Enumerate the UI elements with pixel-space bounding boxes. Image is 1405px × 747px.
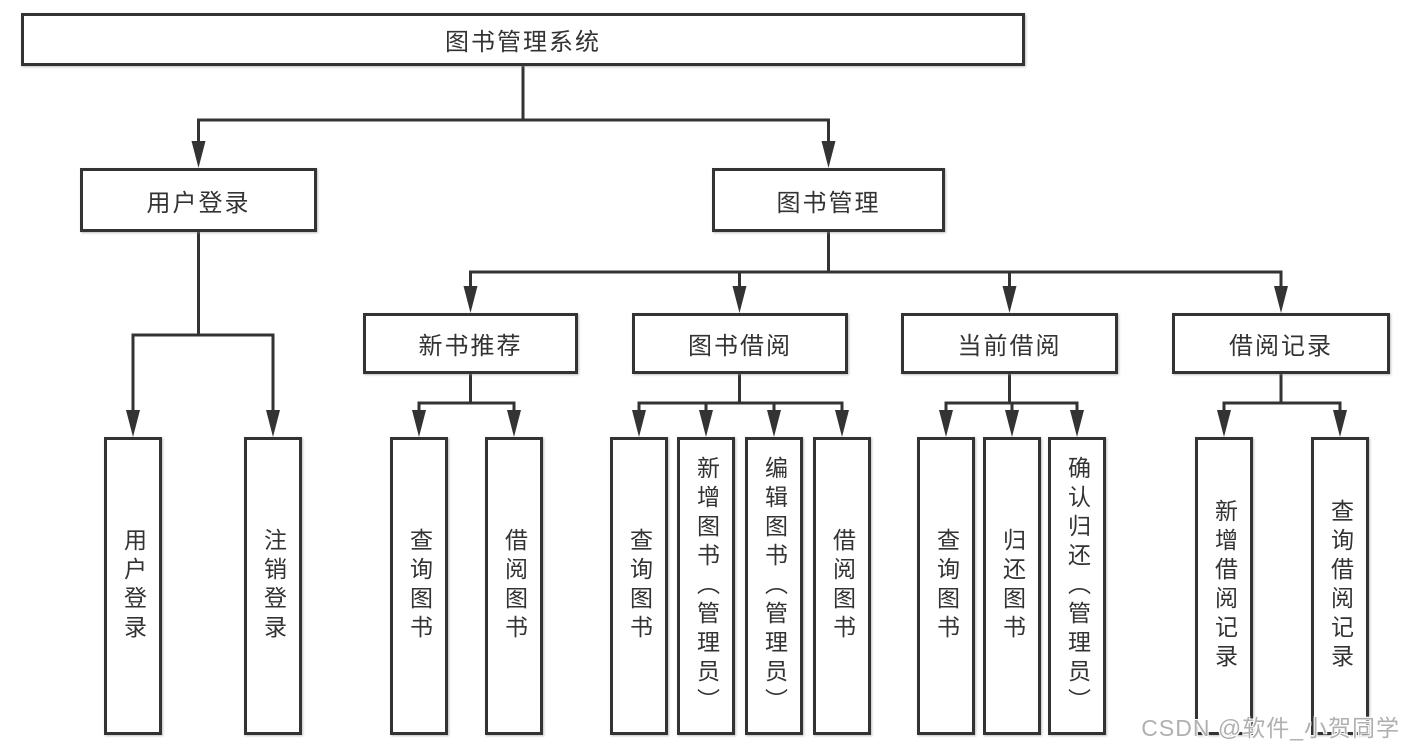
node-leaf-add-borrow-record: 新增借阅记录 [1195, 437, 1253, 735]
arrowhead-leaf-cb2 [1005, 410, 1019, 437]
node-borrow-record: 借阅记录 [1172, 313, 1390, 374]
node-leaf-borrow-book-2: 借阅图书 [813, 437, 871, 735]
node-book-borrow: 图书借阅 [632, 313, 848, 374]
arrowhead-leaf-bb3 [767, 410, 781, 437]
arrowhead-leaf-bb2 [699, 410, 713, 437]
node-book-management: 图书管理 [712, 168, 945, 232]
node-leaf-query-book-1: 查询图书 [390, 437, 448, 735]
node-leaf-add-book-admin: 新增图书（管理员） [677, 437, 735, 735]
arrowhead-leaf-nb2 [507, 410, 521, 437]
node-root-library-system: 图书管理系统 [21, 13, 1025, 66]
node-leaf-user-login: 用户登录 [104, 437, 162, 735]
node-leaf-edit-book-admin: 编辑图书（管理员） [745, 437, 803, 735]
arrowhead-user-login [191, 141, 206, 168]
node-leaf-query-book-3: 查询图书 [917, 437, 975, 735]
arrowhead-leaf-nb1 [412, 410, 426, 437]
csdn-watermark: CSDN @软件_小贺同学 [1141, 715, 1400, 741]
arrowhead-leaf-bb4 [835, 410, 849, 437]
arrowhead-leaf-br2 [1333, 410, 1347, 437]
arrowhead-record [1274, 286, 1288, 313]
node-leaf-logout: 注销登录 [244, 437, 302, 735]
arrowhead-leaf-bb1 [632, 410, 646, 437]
arrowhead-leaf-cb1 [939, 410, 953, 437]
node-leaf-confirm-return-admin: 确认归还（管理员） [1048, 437, 1106, 735]
arrowhead-leaf-br1 [1217, 410, 1231, 437]
arrowhead-leaf-logout [266, 410, 280, 437]
arrowhead-borrow [732, 286, 747, 313]
node-new-book-recommend: 新书推荐 [363, 313, 578, 374]
node-leaf-borrow-book-1: 借阅图书 [485, 437, 543, 735]
node-current-borrow: 当前借阅 [901, 313, 1118, 374]
arrowhead-new-book [463, 286, 478, 313]
arrowhead-current [1002, 286, 1017, 313]
node-leaf-query-book-2: 查询图书 [610, 437, 668, 735]
arrowhead-leaf-login [126, 410, 140, 437]
node-leaf-return-book: 归还图书 [983, 437, 1041, 735]
arrowhead-book-mgmt [821, 141, 836, 168]
node-user-login: 用户登录 [80, 168, 317, 232]
node-leaf-query-borrow-record: 查询借阅记录 [1311, 437, 1369, 735]
arrowhead-leaf-cb3 [1070, 410, 1084, 437]
